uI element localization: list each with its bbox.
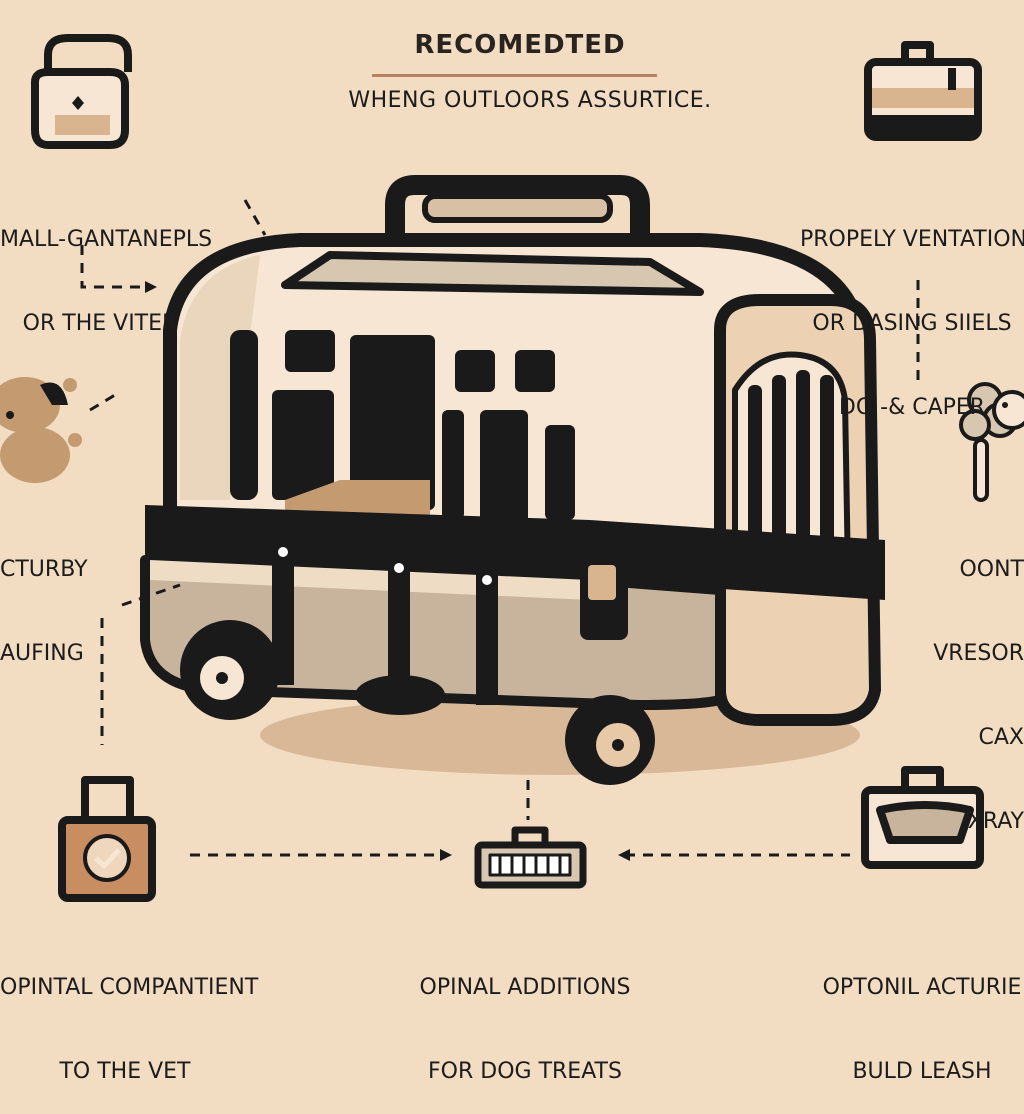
page-subtitle: WHENG OUTLOORS ASSURTICE.	[348, 88, 712, 113]
luggage-icon	[864, 41, 982, 141]
treat-box-icon	[474, 826, 587, 889]
tote-icon	[861, 766, 984, 869]
label-bottom-center: OPINAL ADDITIONS FOR DOG TREATS	[419, 975, 631, 1084]
label-bottom-right: OPTONIL ACTURIE BULD LEASH	[822, 975, 1022, 1084]
label-top-left: MALL-GANTANEPLS OR THE VITER	[0, 227, 213, 336]
arrow-head	[145, 281, 157, 293]
arrow-head	[440, 849, 452, 861]
dashed-connectors	[80, 199, 920, 857]
dog-icon	[0, 377, 82, 483]
title-underline	[372, 74, 657, 77]
arrow-head	[618, 849, 630, 861]
label-mid-right: OONT VRESOR CAX XRAY	[933, 557, 1024, 834]
label-mid-left: CTURBY AUFING	[0, 557, 88, 666]
label-bottom-left: OPINTAL COMPANTIENT TO THE VET	[0, 975, 259, 1084]
pet-carrier-icon	[140, 175, 885, 785]
label-top-right: PROPELY VENTATION OR DASING SIIELS DO -&…	[800, 227, 1024, 420]
flower-dog-icon	[959, 382, 1024, 502]
illustration	[0, 34, 1024, 902]
bag-icon	[31, 34, 132, 149]
page-title: RECOMEDTED	[414, 30, 626, 60]
checkmark-case-icon	[58, 776, 156, 902]
carrier-shadow	[260, 695, 860, 775]
